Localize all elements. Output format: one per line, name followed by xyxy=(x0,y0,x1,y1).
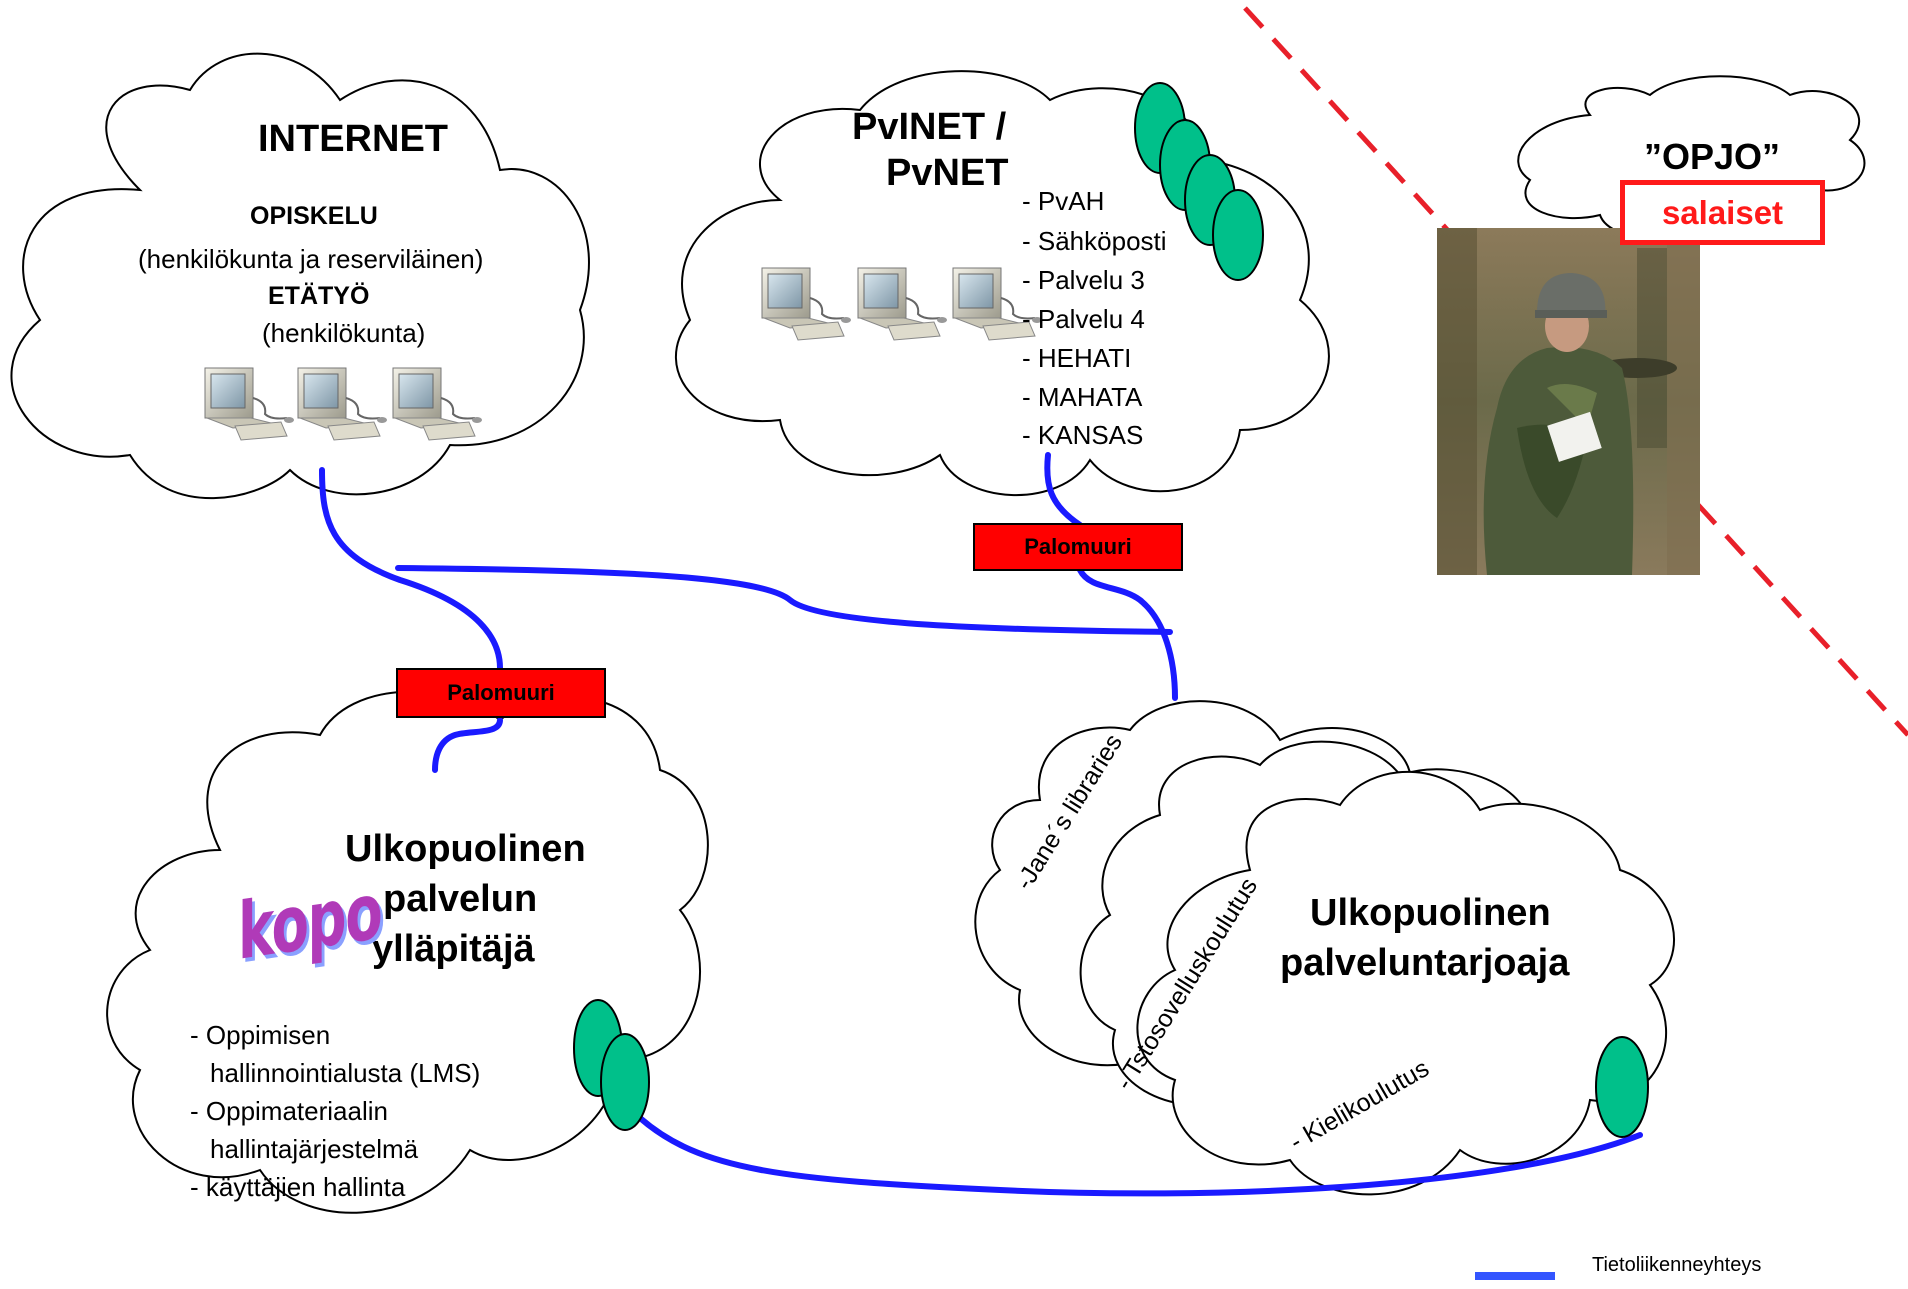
pvinet-service-item: - Palvelu 4 xyxy=(1022,304,1145,334)
pvinet-servers xyxy=(1134,82,1264,281)
firewall-to-provider-link xyxy=(1077,567,1178,701)
internet-opiskelu-note: (henkilökunta ja reserviläinen) xyxy=(138,244,484,274)
pvinet-service-item: - Palvelu 3 xyxy=(1022,265,1145,295)
pvinet-service-item: - PvAH xyxy=(1022,186,1105,216)
provider-cloud-front xyxy=(1136,770,1675,1196)
provider-title-line2: palveluntarjoaja xyxy=(1280,942,1570,984)
maintainer-servers xyxy=(573,999,650,1131)
server-icon xyxy=(1212,189,1264,281)
legend-label: Tietoliikenneyhteys xyxy=(1592,1254,1762,1276)
pvinet-service-item: - HEHATI xyxy=(1022,343,1132,373)
pvinet-service-item: - KANSAS xyxy=(1022,420,1144,450)
server-icon xyxy=(600,1033,650,1131)
maintainer-item: - Oppimisen xyxy=(190,1020,331,1050)
maintainer-title-line2: palvelun xyxy=(383,878,538,920)
maintainer-item: - Oppimateriaalin xyxy=(190,1096,388,1126)
internet-cloud xyxy=(10,52,590,500)
connection-lines xyxy=(319,452,1643,1197)
provider-title-line1: Ulkopuolinen xyxy=(1310,892,1551,934)
firewall-left: Palomuuri xyxy=(396,668,606,718)
security-boundary-line xyxy=(1243,6,1908,737)
maintainer-item: - käyttäjien hallinta xyxy=(190,1172,406,1202)
maintainer-item: hallinnointialusta (LMS) xyxy=(210,1058,481,1088)
pvinet-to-firewall-link xyxy=(1044,452,1083,528)
firewall-to-maintainer-link xyxy=(432,717,503,773)
maintainer-to-provider-link xyxy=(637,1115,1643,1197)
internet-to-firewall-link xyxy=(319,467,503,671)
pvinet-title-line2: PvNET xyxy=(886,152,1009,194)
maintainer-title-line1: Ulkopuolinen xyxy=(345,828,586,870)
internet-etatyo-note: (henkilökunta) xyxy=(262,318,426,348)
internet-etatyo-label: ETÄTYÖ xyxy=(268,282,370,310)
salaiset-label: salaiset xyxy=(1620,180,1825,245)
opjo-title: ”OPJO” xyxy=(1644,136,1781,177)
maintainer-item: hallintajärjestelmä xyxy=(210,1134,419,1164)
backbone-link xyxy=(395,565,1173,635)
maintainer-title-line3: ylläpitäjä xyxy=(372,928,535,970)
internet-opiskelu-label: OPISKELU xyxy=(250,202,378,230)
internet-title: INTERNET xyxy=(258,118,448,160)
soldier-photo xyxy=(1437,228,1700,575)
pvinet-service-item: - MAHATA xyxy=(1022,382,1143,412)
pvinet-service-item: - Sähköposti xyxy=(1022,226,1167,256)
firewall-top: Palomuuri xyxy=(973,523,1183,571)
server-icon xyxy=(1595,1036,1649,1138)
pvinet-title-line1: PvINET / xyxy=(852,106,1007,148)
